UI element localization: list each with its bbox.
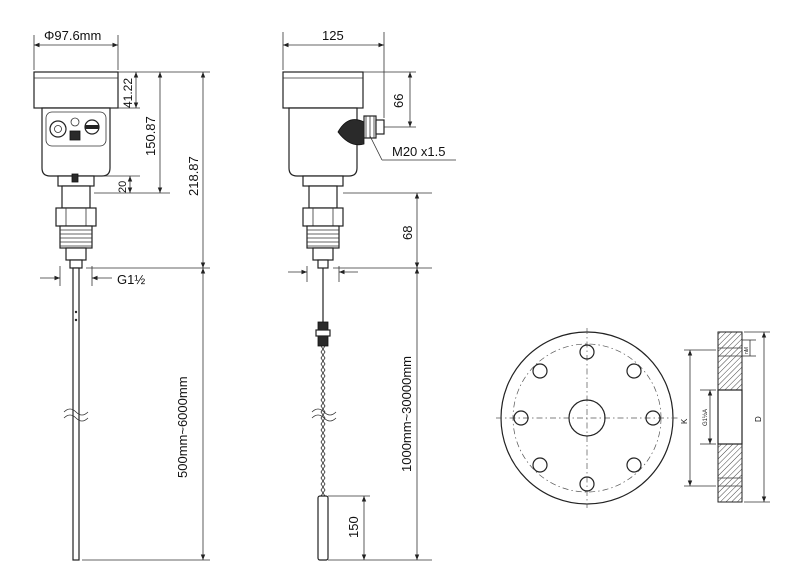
weight — [317, 495, 329, 561]
probe-length-label: 500mm~6000mm — [175, 376, 190, 478]
flange-side-view: K G1½A D nM — [680, 331, 770, 503]
width-label: 125 — [322, 28, 344, 43]
flange-center-hole — [568, 399, 606, 437]
side-view-dimensions: 125 66 M20 x1.5 68 1000mm~30000mm 150 — [282, 28, 456, 561]
side-housing-cap — [282, 71, 364, 109]
knob-left-icon — [49, 120, 67, 138]
dim-top-label: 41.22 — [121, 78, 135, 108]
instrument-side-view — [282, 71, 385, 561]
indicator-icon — [69, 130, 81, 141]
thickness-label: nM — [744, 347, 750, 354]
weight-length-label: 150 — [346, 516, 361, 538]
dim-neck-label: 20 — [117, 181, 129, 193]
k-label: K — [680, 418, 689, 424]
d-label: D — [754, 416, 763, 422]
housing-cap — [33, 71, 119, 109]
flange-front-view — [496, 328, 678, 508]
dim-total-label: 218.87 — [186, 156, 201, 196]
side-housing-body — [288, 107, 358, 177]
bolt-holes — [513, 344, 661, 492]
thread-g — [59, 225, 93, 249]
diameter-label: Φ97.6mm — [44, 28, 101, 43]
cable-length-label: 1000mm~30000mm — [399, 356, 414, 472]
flange-section-top — [717, 331, 743, 391]
instrument-front-view — [33, 71, 119, 561]
gland-thread-label: M20 x1.5 — [392, 144, 445, 159]
knob-center-icon — [70, 117, 80, 127]
connection-height-label: 68 — [400, 226, 415, 240]
flange-section-bottom — [717, 443, 743, 503]
dim-head-label: 150.87 — [143, 116, 158, 156]
front-view-dimensions: Φ97.6mm 41.22 150.87 20 218.87 500mm~600… — [33, 28, 210, 561]
gz-label: G1½A — [702, 409, 709, 426]
hex-nut — [55, 207, 97, 227]
gland-height-label: 66 — [391, 94, 406, 108]
display-panel — [45, 111, 107, 147]
side-hex-nut — [302, 207, 344, 227]
thread-label: G1½ — [117, 272, 145, 287]
